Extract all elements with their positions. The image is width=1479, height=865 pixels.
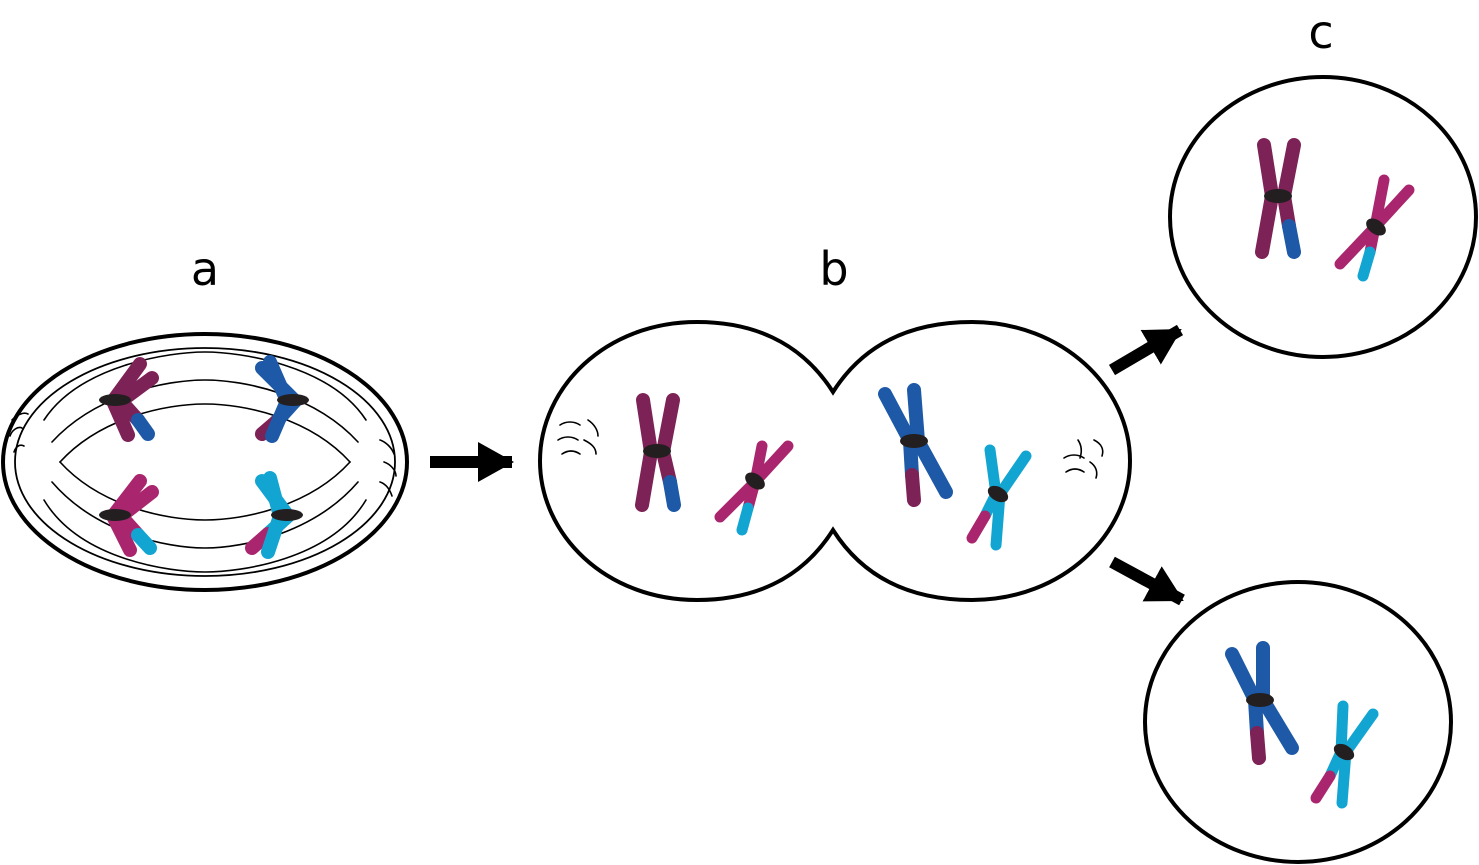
chromosome-blue-c [1225,641,1299,765]
chromosome-cyan-c [1310,700,1379,809]
chromosome-magenta-c [1334,174,1415,282]
centromere [1333,743,1355,761]
cell-a-membrane [1,332,409,592]
chromosome-blue-b [878,383,953,507]
chromosome-cyan-b [966,444,1032,551]
cell-b [537,319,1133,603]
centromere [1264,189,1292,203]
cell-a [1,332,409,592]
bivalent-cyan-a [245,471,303,559]
centromere [277,394,309,406]
chromosome-magenta-b [714,440,794,536]
centromere [900,434,928,448]
centromere [987,485,1009,503]
cell-c-top [1168,75,1478,359]
cell-a-inner-membrane [14,347,396,577]
chromosome-plum-b [635,393,681,512]
bivalent-plum-a [99,357,159,442]
bivalent-blue-a [255,355,309,443]
cell-a-spindle-fibers [9,351,397,573]
cell-b-membrane [537,319,1133,603]
centromere [745,472,765,490]
cell-c-bottom [1143,580,1453,864]
panel-label-a: a [191,242,219,296]
bivalent-magenta-a [99,474,159,557]
chromosome [263,355,294,443]
panel-label-c: c [1308,5,1333,59]
centromere [99,509,131,521]
centromere [271,509,303,521]
chromosome-plum-c [1255,138,1301,259]
cell-c-bottom-membrane [1143,580,1453,864]
panel-label-b: b [819,242,848,296]
cell-c-top-membrane [1168,75,1478,359]
chromosome [261,471,287,559]
centromere [99,394,131,406]
arrow-b-to-c-bottom [1109,556,1185,606]
cell-b-spindle-pole-right [1063,439,1104,479]
centromere [1366,218,1386,236]
centromere [643,444,671,458]
cell-b-spindle-pole-left [557,419,599,455]
arrow-b-to-c-top [1108,324,1184,376]
centromere [1246,693,1274,707]
